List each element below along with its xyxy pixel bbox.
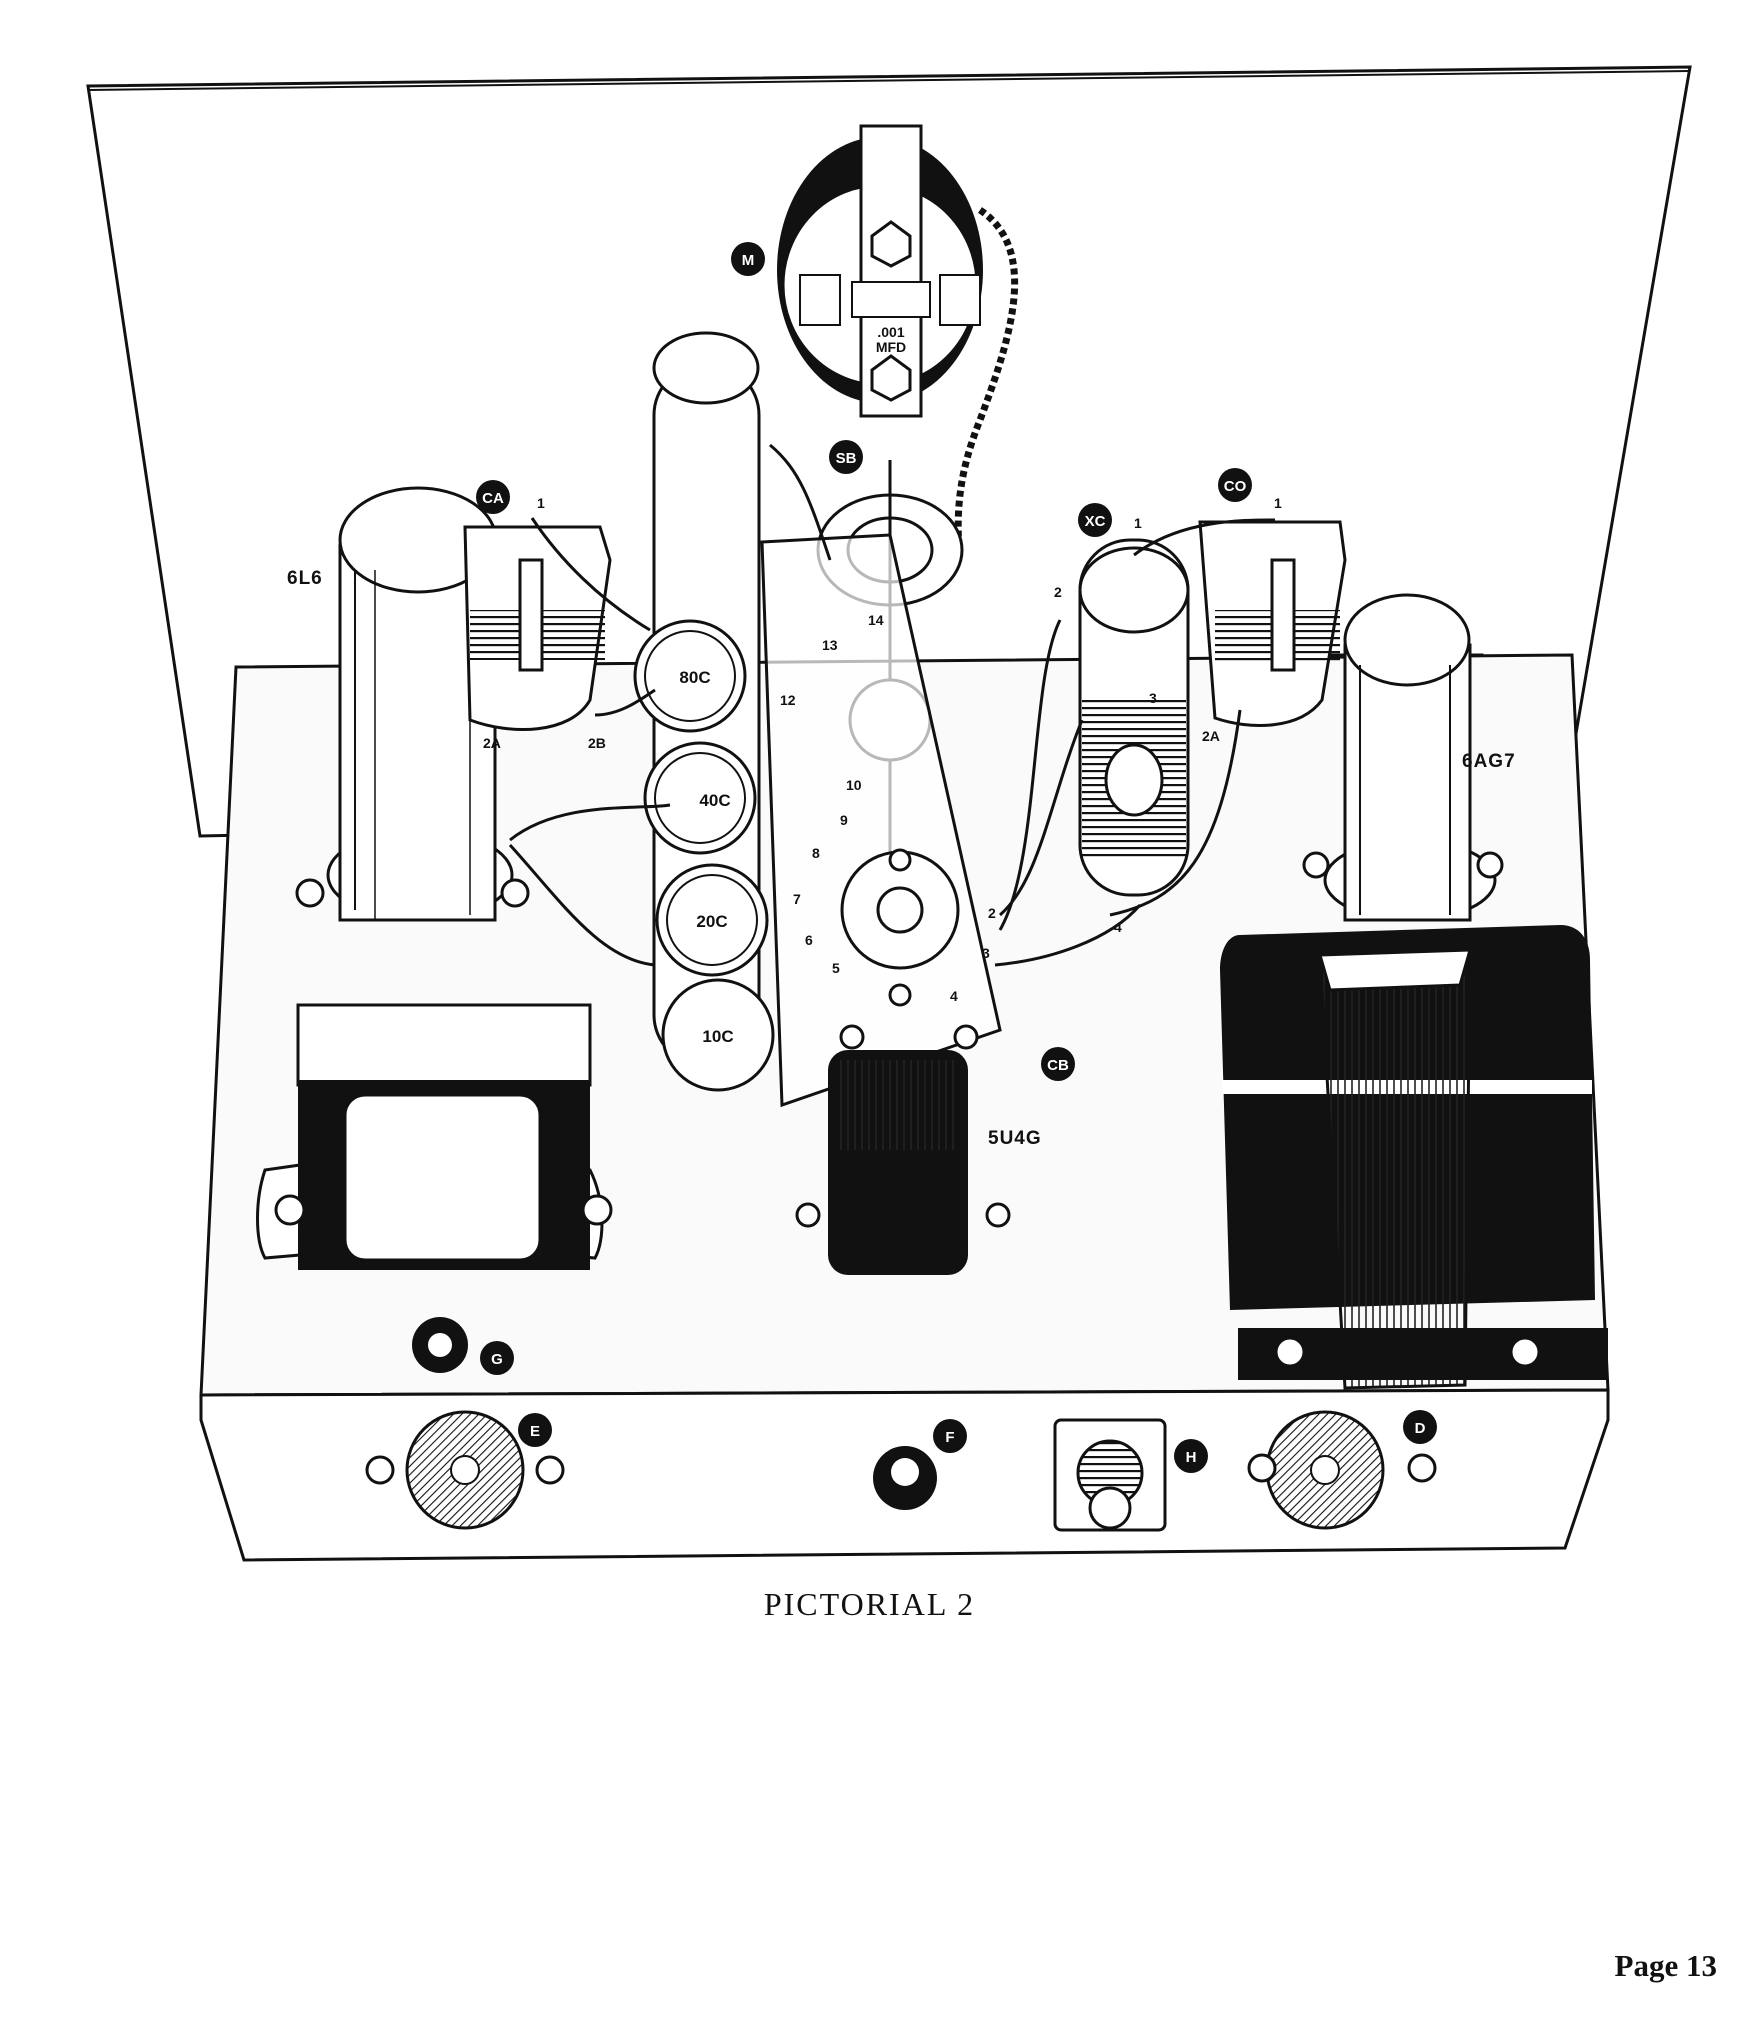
svg-text:XC: XC: [1085, 513, 1106, 530]
svg-text:E: E: [530, 1423, 540, 1440]
ca-terminal-1: 1: [537, 495, 545, 511]
ca-terminal-2a: 2A: [483, 735, 501, 751]
svg-text:CO: CO: [1224, 478, 1247, 495]
tube-6ag7-label: 6AG7: [1462, 751, 1516, 772]
switch-terminal-12: 12: [780, 692, 796, 708]
ca-terminal-2b: 2B: [588, 735, 606, 751]
tube-6l6-label: 6L6: [287, 568, 323, 589]
switch-terminal-3: 3: [982, 945, 990, 961]
svg-text:G: G: [491, 1351, 503, 1368]
svg-text:M: M: [742, 252, 755, 269]
co-terminal-1: 1: [1274, 495, 1282, 511]
marker-h: H: [1174, 1439, 1208, 1473]
coil-ca: [465, 527, 610, 730]
switch-terminal-13: 13: [822, 637, 838, 653]
switch-terminal-10: 10: [846, 777, 862, 793]
capacitor-unit-label: MFD: [876, 339, 906, 355]
marker-ca: CA: [476, 480, 510, 514]
filter-capacitor-stack: 80C 40C 20C 10C: [635, 333, 773, 1090]
xc-terminal-1: 1: [1134, 515, 1142, 531]
filter-cap-20c: 20C: [696, 912, 727, 931]
switch-terminal-2: 2: [988, 905, 996, 921]
switch-terminal-4: 4: [950, 988, 958, 1004]
switch-terminal-8: 8: [812, 845, 820, 861]
connector-h: [1055, 1420, 1165, 1530]
filter-cap-80c: 80C: [679, 668, 710, 687]
marker-cb: CB: [1041, 1047, 1075, 1081]
svg-text:D: D: [1415, 1420, 1426, 1437]
xc-terminal-3: 3: [1149, 690, 1157, 706]
coil-xc: [1080, 540, 1188, 895]
marker-e: E: [518, 1413, 552, 1447]
switch-terminal-14: 14: [868, 612, 884, 628]
svg-text:CA: CA: [482, 490, 504, 507]
jack-f: [873, 1446, 937, 1510]
marker-f: F: [933, 1419, 967, 1453]
marker-g: G: [480, 1341, 514, 1375]
switch-terminal-9: 9: [840, 812, 848, 828]
co-terminal-2a: 2A: [1202, 728, 1220, 744]
marker-co: CO: [1218, 468, 1252, 502]
capacitor-value-label: .001: [877, 324, 904, 340]
switch-terminal-5: 5: [832, 960, 840, 976]
tube-5u4g-label: 5U4G: [988, 1128, 1042, 1149]
switch-terminal-6: 6: [805, 932, 813, 948]
figure-caption: PICTORIAL 2: [0, 1586, 1739, 1623]
xc-terminal-4: 4: [1114, 919, 1122, 935]
filter-cap-40c: 40C: [699, 791, 730, 810]
xc-terminal-2: 2: [1054, 584, 1062, 600]
filter-cap-10c: 10C: [702, 1027, 733, 1046]
svg-text:SB: SB: [836, 450, 857, 467]
svg-text:H: H: [1186, 1449, 1197, 1466]
marker-sb: SB: [829, 440, 863, 474]
coil-co: [1200, 522, 1345, 725]
marker-d: D: [1403, 1410, 1437, 1444]
marker-xc: XC: [1078, 503, 1112, 537]
svg-text:F: F: [945, 1429, 954, 1446]
switch-terminal-7: 7: [793, 891, 801, 907]
svg-text:CB: CB: [1047, 1057, 1069, 1074]
page-number: Page 13: [1615, 1948, 1717, 1984]
marker-m: M: [731, 242, 765, 276]
